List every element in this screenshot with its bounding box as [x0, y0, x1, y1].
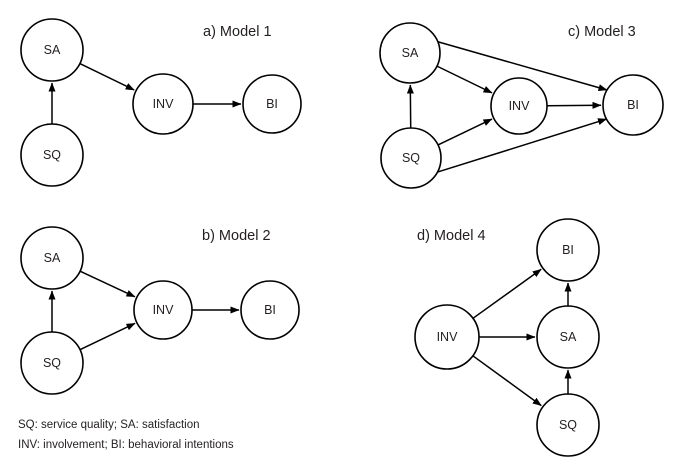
node-circle-bi	[536, 218, 600, 282]
node-label-inv: INV	[153, 97, 175, 111]
node-model-1-bi: BI	[242, 74, 302, 134]
node-circle-sa	[20, 18, 84, 82]
node-model-3-sa: SA	[379, 22, 441, 84]
edges-layer	[48, 41, 608, 407]
node-label-sa: SA	[44, 43, 61, 57]
node-model-3-sq: SQ	[380, 127, 442, 189]
node-label-sa: SA	[44, 251, 61, 265]
node-label-bi: BI	[562, 243, 574, 257]
edge-model-4-inv-to-bi	[472, 268, 542, 319]
panel-titles-layer: a) Model 1 c) Model 3 b) Model 2 d) Model 4	[202, 24, 636, 244]
edge-model-3-sq-to-bi	[437, 118, 607, 173]
node-model-4-inv: INV	[414, 304, 480, 370]
node-label-inv: INV	[153, 303, 175, 317]
node-circle-inv	[490, 77, 548, 135]
node-circle-sa	[536, 305, 600, 369]
panel-title-model-1: a) Model 1	[203, 24, 272, 40]
node-model-1-sq: SQ	[20, 123, 84, 187]
node-circle-sq	[380, 127, 442, 189]
node-circle-sq	[20, 331, 84, 395]
node-model-2-sq: SQ	[20, 331, 84, 395]
node-circle-bi	[242, 74, 302, 134]
legend-line-2: INV: involvement; BI: behavioral intenti…	[18, 439, 234, 451]
node-model-4-bi: BI	[536, 218, 600, 282]
node-model-2-bi: BI	[240, 280, 300, 340]
node-model-3-bi: BI	[602, 74, 664, 136]
node-label-bi: BI	[264, 303, 276, 317]
legend-line-1: SQ: service quality; SA: satisfaction	[18, 419, 200, 431]
node-model-4-sq: SQ	[536, 393, 600, 457]
node-label-inv: INV	[437, 330, 459, 344]
node-model-4-sa: SA	[536, 305, 600, 369]
node-label-sa: SA	[560, 330, 577, 344]
node-label-bi: BI	[266, 97, 278, 111]
node-label-sq: SQ	[43, 148, 61, 162]
edge-model-3-sq-to-inv	[437, 118, 493, 146]
panel-title-model-3: c) Model 3	[568, 24, 636, 40]
node-circle-inv	[132, 73, 194, 135]
node-circle-inv	[133, 280, 193, 340]
node-model-3-inv: INV	[490, 77, 548, 135]
node-label-sq: SQ	[559, 418, 577, 432]
node-label-sq: SQ	[43, 356, 61, 370]
node-model-1-sa: SA	[20, 18, 84, 82]
node-model-2-inv: INV	[133, 280, 193, 340]
edge-model-2-sa-to-inv	[79, 270, 136, 298]
node-model-2-sa: SA	[20, 226, 84, 290]
legend-layer: SQ: service quality; SA: satisfactionINV…	[18, 419, 234, 451]
node-label-sq: SQ	[402, 151, 420, 165]
node-circle-sq	[536, 393, 600, 457]
nodes-layer: SA SQ INV BI SA SQ INV BI SA SQ INV BI BI SA SQ INV	[20, 18, 664, 457]
panel-title-model-2: b) Model 2	[202, 228, 271, 244]
node-circle-inv	[414, 304, 480, 370]
panel-title-model-4: d) Model 4	[417, 228, 486, 244]
edge-model-1-sa-to-inv	[79, 62, 135, 91]
edge-model-3-sa-to-inv	[436, 65, 493, 94]
node-model-1-inv: INV	[132, 73, 194, 135]
node-circle-sq	[20, 123, 84, 187]
node-circle-sa	[379, 22, 441, 84]
edge-model-3-sa-to-bi	[437, 41, 608, 92]
node-circle-sa	[20, 226, 84, 290]
node-circle-bi	[602, 74, 664, 136]
node-label-inv: INV	[509, 99, 531, 113]
node-label-bi: BI	[627, 98, 639, 112]
edge-model-4-inv-to-sq	[472, 355, 542, 407]
node-circle-bi	[240, 280, 300, 340]
edge-model-2-sq-to-inv	[79, 322, 136, 351]
node-label-sa: SA	[402, 46, 419, 60]
